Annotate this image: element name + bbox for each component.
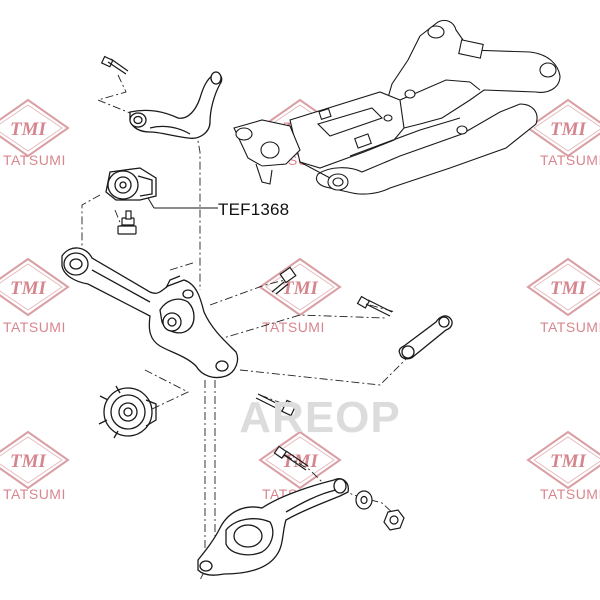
knuckle-bolt xyxy=(271,266,297,295)
watermark-logo xyxy=(0,99,69,157)
link-bolt xyxy=(356,295,393,317)
upper-arm-bolt xyxy=(100,55,129,75)
part-number-label: TEF1368 xyxy=(218,200,290,219)
watermark-brand-text: TATSUMI xyxy=(540,152,600,168)
watermark-brand-text: TATSUMI xyxy=(3,152,66,168)
watermark-brand-text: TATSUMI xyxy=(540,319,600,335)
nut xyxy=(383,509,405,531)
watermark-logo xyxy=(527,431,600,489)
watermark-logo xyxy=(527,99,600,157)
watermark-brand-texts: TATSUMI TATSUMI TATSUMI TATSUMI TATSUMI … xyxy=(3,152,600,502)
watermark-brand-text: TATSUMI xyxy=(540,486,600,502)
watermark-logo xyxy=(527,258,600,316)
watermark-logo xyxy=(0,431,69,489)
watermark-brand-text: TATSUMI xyxy=(3,319,66,335)
lower-knuckle-bolt xyxy=(255,393,297,417)
wheel-hub xyxy=(98,385,157,439)
watermark-logo xyxy=(0,258,69,316)
watermark-site-text: AREOP xyxy=(239,393,401,442)
rear-subframe xyxy=(233,19,561,195)
washer xyxy=(355,490,373,510)
lateral-link xyxy=(398,315,453,360)
lower-control-arm xyxy=(197,478,349,576)
lower-arm-bolt xyxy=(273,445,309,471)
watermark-brand-text: TATSUMI xyxy=(3,486,66,502)
watermark-logo xyxy=(259,258,341,316)
bushing xyxy=(105,167,218,209)
watermark-brand-text: TATSUMI xyxy=(262,319,325,335)
bushing-bolt xyxy=(117,210,137,235)
upper-control-arm xyxy=(129,71,223,139)
trailing-arm-knuckle xyxy=(61,247,239,379)
